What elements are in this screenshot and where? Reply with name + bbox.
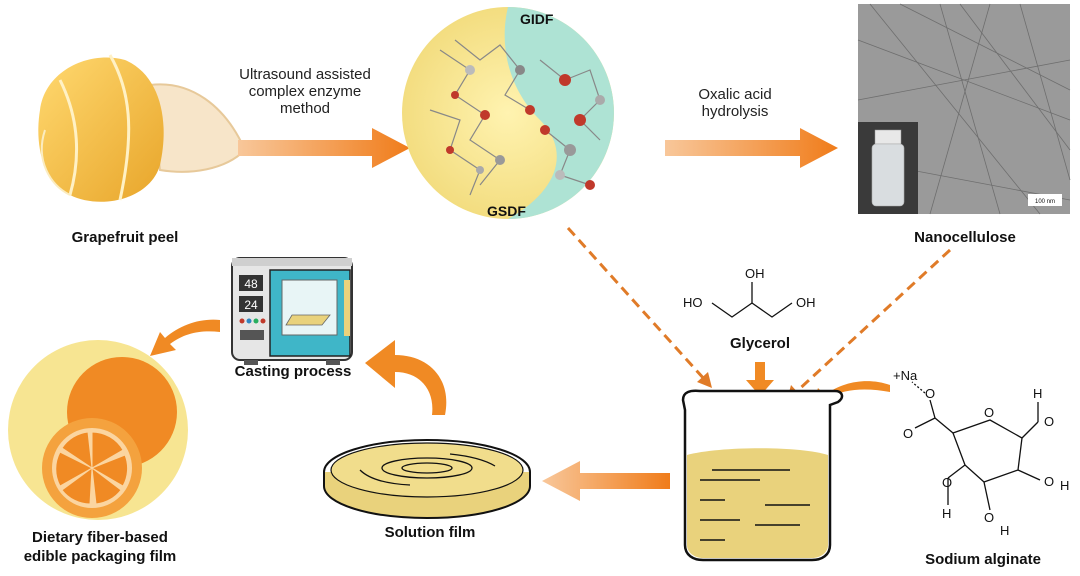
fiber-structure-circle — [402, 7, 614, 219]
glycerol-label: Glycerol — [729, 335, 791, 352]
gidf-label: GIDF — [520, 11, 554, 27]
tem-scale-text: 100 nm — [1035, 199, 1055, 205]
alginate-carbonyl-o: O — [903, 426, 913, 441]
arrow-peel-to-fiber — [238, 128, 410, 168]
arrow-fiber-to-nanocellulose — [665, 128, 838, 168]
enzyme-step-line3: method — [279, 100, 331, 117]
enzyme-step-line1: Ultrasound assisted — [239, 66, 371, 83]
tem-micrograph: 100 nm — [857, 3, 1071, 215]
alginate-ring-o: O — [984, 405, 994, 420]
oven-display-top: 48 — [244, 277, 258, 291]
glycerol-ho: HO — [683, 295, 703, 310]
final-film-label: Dietary fiber-based edible packaging fil… — [10, 528, 190, 566]
alginate-oh-o: O — [1044, 474, 1054, 489]
alginate-h-top: H — [1033, 386, 1042, 401]
enzyme-step-line2: complex enzyme — [248, 83, 362, 100]
alginate-na: +Na — [893, 368, 918, 383]
sodium-alginate-structure — [911, 381, 1041, 511]
oxalic-step-line1: Oxalic acid — [698, 86, 772, 103]
alginate-oh-h: H — [1060, 478, 1069, 493]
alginate-left-h: H — [942, 506, 951, 521]
glycerol-structure — [711, 282, 793, 318]
arrow-dish-to-oven — [365, 340, 447, 415]
sodium-alginate-label: Sodium alginate — [925, 551, 1041, 568]
edible-film-image — [8, 340, 188, 520]
alginate-carboxyl-o: O — [925, 386, 935, 401]
arrow-beaker-to-dish — [542, 461, 670, 501]
petri-dish — [323, 439, 531, 520]
grapefruit-peel-label: Grapefruit peel — [71, 229, 179, 246]
grapefruit-peel-image — [38, 54, 247, 202]
oxalic-step-line2: hydrolysis — [701, 103, 769, 120]
dashed-arrows — [566, 226, 952, 395]
alginate-bottom-o: O — [984, 510, 994, 525]
nanocellulose-label: Nanocellulose — [914, 229, 1016, 246]
oven: 48 24 — [231, 257, 353, 365]
arrow-glycerol-to-beaker — [746, 362, 774, 396]
casting-process-label: Casting process — [234, 363, 352, 380]
glycerol-oh-right: OH — [796, 295, 816, 310]
glycerol-oh-top: OH — [745, 266, 765, 281]
beaker — [681, 389, 844, 562]
oven-display-bottom: 24 — [244, 298, 258, 312]
alginate-bottom-h: H — [1000, 523, 1009, 538]
alginate-o-right: O — [1044, 414, 1054, 429]
gsdf-label: GSDF — [487, 203, 526, 219]
enzyme-method-step: Ultrasound assisted complex enzyme metho… — [210, 66, 400, 117]
solution-film-label: Solution film — [384, 524, 476, 541]
arrow-oven-to-film — [150, 319, 220, 356]
final-film-line2: edible packaging film — [23, 548, 177, 565]
final-film-line1: Dietary fiber-based — [32, 529, 168, 546]
alginate-left-o: O — [942, 475, 952, 490]
oxalic-acid-step: Oxalic acid hydrolysis — [660, 86, 810, 120]
